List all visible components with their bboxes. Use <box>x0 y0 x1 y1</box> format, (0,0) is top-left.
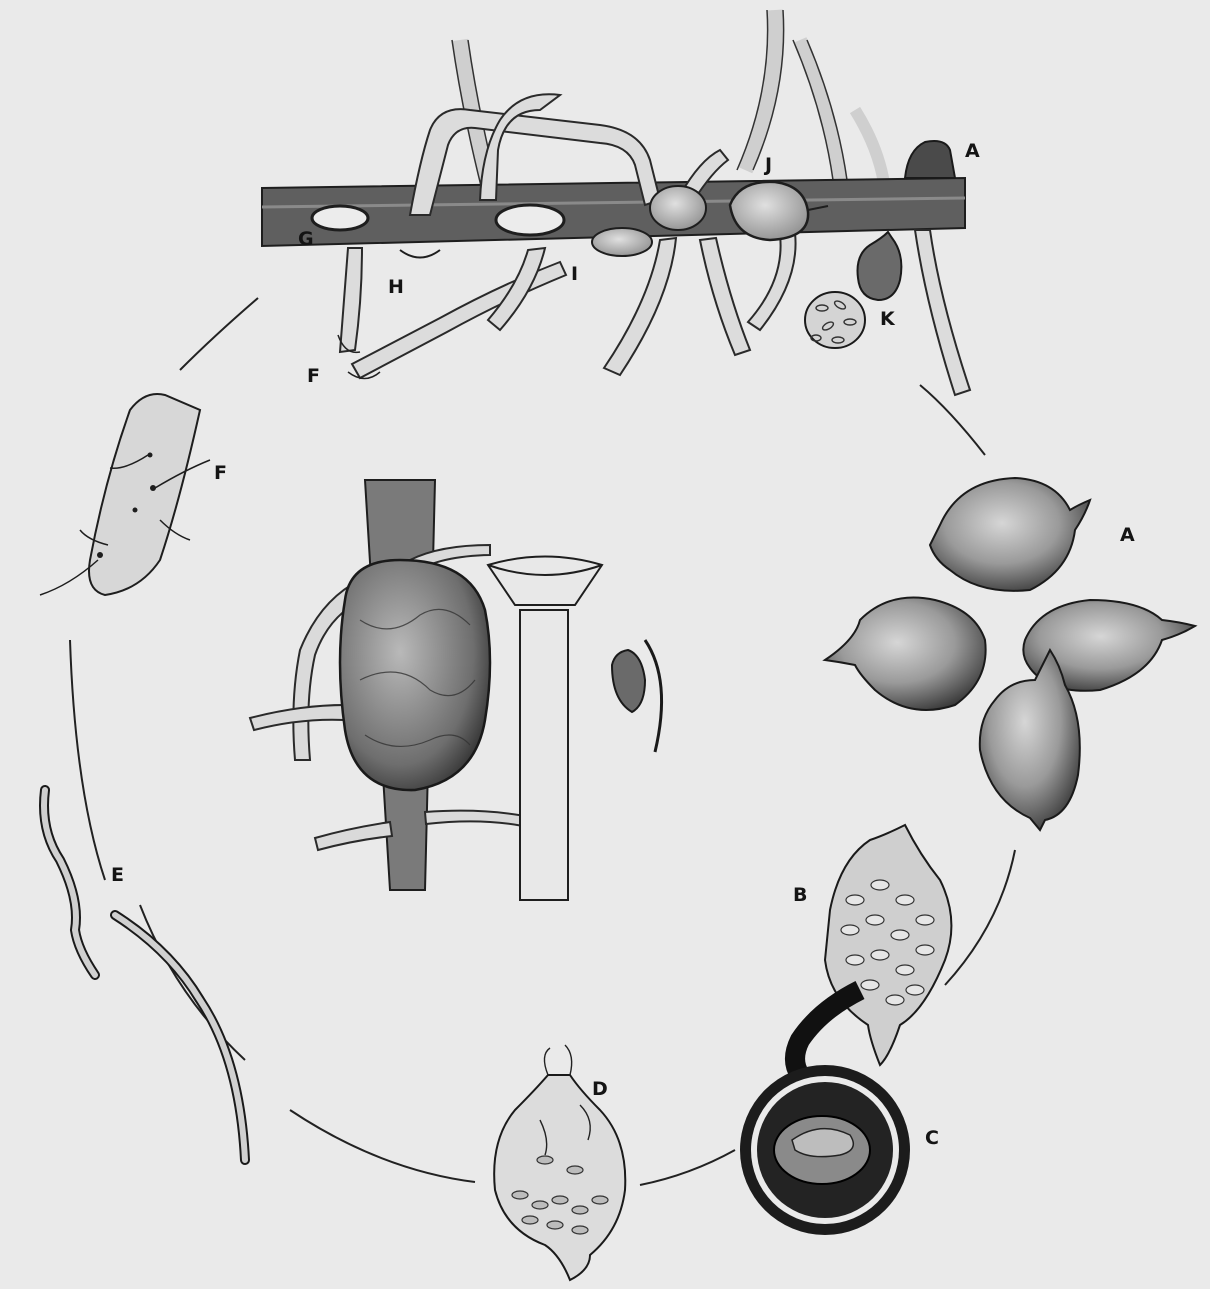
cyst-a-on-root <box>905 141 955 178</box>
arc-root-to-f <box>180 298 258 370</box>
egg-mass-k <box>805 292 865 348</box>
label-k: K <box>880 310 895 329</box>
gall-illustration <box>250 480 662 900</box>
arc-f-to-e <box>70 640 105 880</box>
label-d: D <box>592 1080 608 1099</box>
swelling-h <box>400 250 440 258</box>
label-c: C <box>925 1129 939 1148</box>
cyst-b <box>825 825 951 1065</box>
label-b: B <box>793 886 807 905</box>
label-i: I <box>571 265 578 284</box>
swelling-upper <box>650 186 706 230</box>
cyst-k <box>858 232 902 300</box>
label-a-root: A <box>965 142 980 161</box>
arc-c-to-d <box>640 1150 735 1185</box>
males-e <box>44 790 245 1160</box>
label-h: H <box>388 278 404 297</box>
arc-a-to-b <box>945 850 1015 985</box>
swelling-i <box>592 228 652 256</box>
arc-d-to-e <box>290 1110 475 1182</box>
swelling-mid <box>496 205 564 235</box>
cysts-a <box>825 478 1195 830</box>
label-j: J <box>765 156 772 175</box>
label-a-cysts: A <box>1120 526 1135 545</box>
gall <box>340 560 490 790</box>
label-f-tip: F <box>214 464 227 483</box>
root-section <box>262 10 970 395</box>
swelling-g <box>312 206 368 230</box>
label-e: E <box>111 866 124 885</box>
root-tip-f <box>40 394 210 595</box>
label-g: G <box>298 230 314 249</box>
label-f-root: F <box>307 367 320 386</box>
arc-k-to-a <box>920 385 985 455</box>
